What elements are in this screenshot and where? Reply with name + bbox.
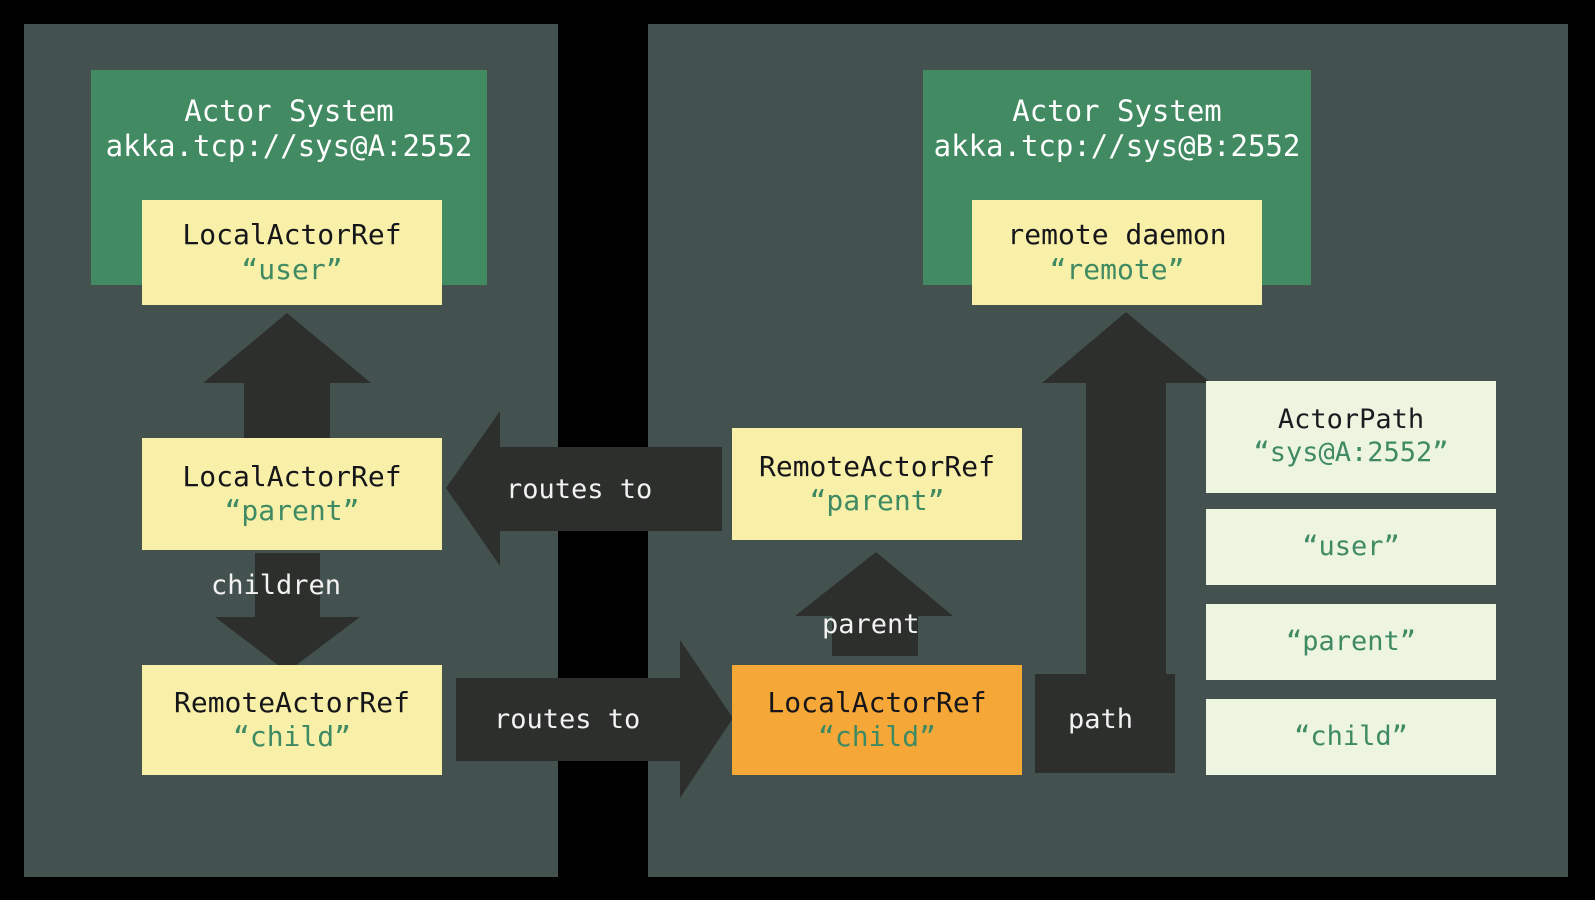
remote-actor-ref-child-box[interactable]: RemoteActorRef “child” bbox=[142, 665, 442, 775]
remote-daemon-box[interactable]: remote daemon “remote” bbox=[972, 200, 1262, 305]
ref-type-label: LocalActorRef bbox=[182, 218, 402, 252]
ref-name-label: “child” bbox=[232, 720, 351, 753]
arrow-label-path: path bbox=[1068, 704, 1134, 735]
local-actor-ref-child-box-highlighted[interactable]: LocalActorRef “child” bbox=[732, 665, 1022, 775]
ref-type-label: LocalActorRef bbox=[182, 459, 402, 493]
actor-path-title: ActorPath bbox=[1277, 404, 1425, 436]
ref-type-label: LocalActorRef bbox=[767, 685, 987, 719]
actor-path-segment-parent[interactable]: “parent” bbox=[1206, 604, 1496, 680]
local-actor-ref-parent-box[interactable]: LocalActorRef “parent” bbox=[142, 438, 442, 550]
ref-name-label: “child” bbox=[817, 720, 936, 753]
actor-system-address-b: akka.tcp://sys@B:2552 bbox=[933, 129, 1301, 164]
actor-path-segment-label: “child” bbox=[1294, 720, 1408, 752]
ref-name-label: “remote” bbox=[1049, 252, 1185, 286]
actor-path-root-box[interactable]: ActorPath “sys@A:2552” bbox=[1206, 381, 1496, 493]
arrow-label-routes-to-left: routes to bbox=[506, 474, 653, 505]
actor-system-address-a: akka.tcp://sys@A:2552 bbox=[105, 129, 473, 164]
actor-path-segment-label: “parent” bbox=[1285, 625, 1417, 657]
ref-name-label: “parent” bbox=[224, 494, 360, 527]
actor-path-segment-label: “user” bbox=[1302, 530, 1400, 562]
ref-type-label: remote daemon bbox=[1007, 218, 1227, 252]
ref-type-label: RemoteActorRef bbox=[173, 685, 410, 719]
actor-system-title-a: Actor System bbox=[184, 94, 394, 128]
ref-name-label: “user” bbox=[241, 252, 343, 286]
actor-path-segment-child[interactable]: “child” bbox=[1206, 699, 1496, 775]
arrow-label-parent: parent bbox=[822, 609, 920, 640]
actor-path-root-label: “sys@A:2552” bbox=[1253, 437, 1449, 468]
ref-name-label: “parent” bbox=[809, 484, 945, 517]
arrow-label-routes-to-right: routes to bbox=[494, 704, 641, 735]
remote-actor-ref-parent-box[interactable]: RemoteActorRef “parent” bbox=[732, 428, 1022, 540]
ref-type-label: RemoteActorRef bbox=[758, 449, 995, 483]
actor-system-title-b: Actor System bbox=[1012, 94, 1222, 128]
actor-path-segment-user[interactable]: “user” bbox=[1206, 509, 1496, 585]
arrow-label-children: children bbox=[211, 570, 342, 601]
local-actor-ref-user-box[interactable]: LocalActorRef “user” bbox=[142, 200, 442, 305]
